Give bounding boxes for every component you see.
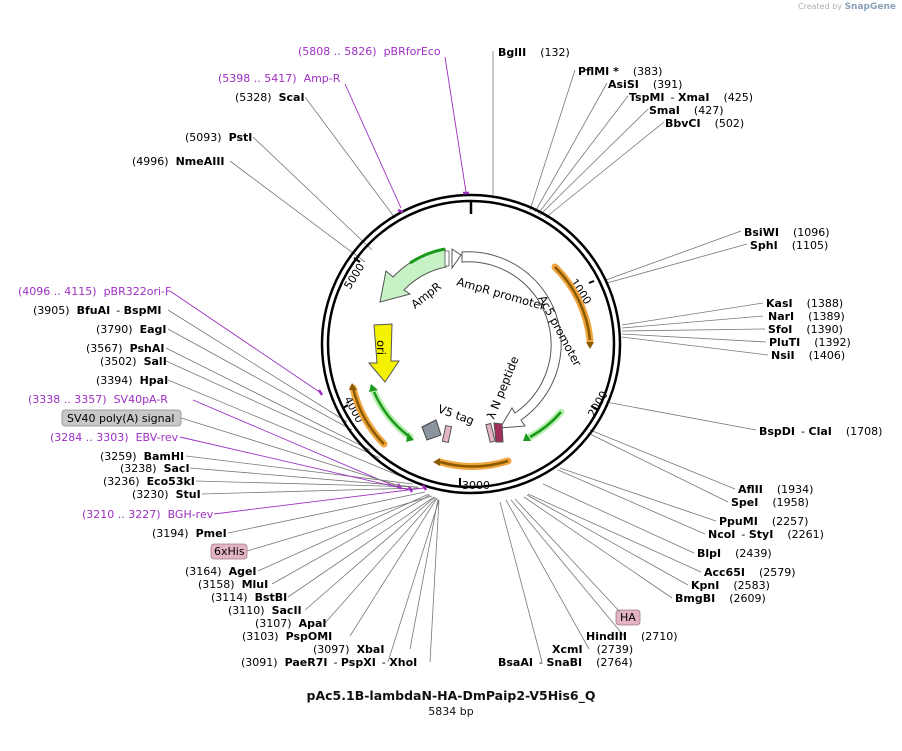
site-scai: (5328)ScaI xyxy=(235,91,305,104)
lambda-n-peptide-box xyxy=(493,422,504,443)
site-saci: (3238)SacI xyxy=(120,462,190,475)
site-kpni: KpnI(2583) xyxy=(691,579,770,592)
site-hindiii: HindIII(2710) xyxy=(586,630,678,643)
site-nmeaiii: (4996)NmeAIII xyxy=(132,155,225,168)
site-stui: (3230)StuI xyxy=(132,488,201,501)
site-tspmi-xmai: TspMI- XmaI(425) xyxy=(629,91,753,104)
site-labels: BglII(132) PflMI *(383) AsiSI(391) TspMI… xyxy=(33,46,882,669)
site-nari: NarI(1389) xyxy=(768,310,845,323)
watermark-prefix: Created by xyxy=(798,2,843,11)
feature-box-ha: HA xyxy=(615,609,641,626)
plasmid-size: 5834 bp xyxy=(428,705,474,718)
snapgene-watermark: Created by SnapGene xyxy=(798,2,896,12)
site-bfuai-bspmi: (3905)BfuAI- BspMI xyxy=(33,304,162,317)
site-ncoi-styi: NcoI- StyI(2261) xyxy=(708,528,824,541)
primer-leader-lines xyxy=(169,56,467,515)
site-bsaai-snabi: BsaAI- SnaBI(2764) xyxy=(498,656,633,669)
site-agei: (3164)AgeI xyxy=(185,565,257,578)
site-nsii: NsiI(1406) xyxy=(771,349,845,362)
plasmid-name: pAc5.1B-lambdaN-HA-DmPaip2-V5His6_Q xyxy=(306,688,596,703)
green-arc-left xyxy=(370,388,414,441)
site-pshai: (3567)PshAI xyxy=(86,342,164,355)
primer-ebv-rev: (3284 .. 3303)EBV-rev xyxy=(50,431,179,444)
primer-amp-r: (5398 .. 5417)Amp-R xyxy=(218,72,341,85)
site-bstbi: (3114)BstBI xyxy=(211,591,287,604)
svg-text:6xHis: 6xHis xyxy=(214,545,245,558)
site-spei: SpeI(1958) xyxy=(731,496,809,509)
site-pmei: (3194)PmeI xyxy=(152,527,227,540)
site-xbai: (3097)XbaI xyxy=(313,643,384,656)
site-pluti: PluTI(1392) xyxy=(769,336,851,349)
feature-box-sv40: SV40 poly(A) signal xyxy=(61,409,182,427)
feature-box-6xhis: 6xHis xyxy=(210,543,248,560)
site-paer7i-pspxi-xhoi: (3091)PaeR7I- PspXI- XhoI xyxy=(241,656,417,669)
primer-labels: (5808 .. 5826)pBRforEco (5398 .. 5417)Am… xyxy=(18,45,441,521)
site-bamhi: (3259)BamHI xyxy=(100,450,184,463)
ampr-promoter-arrow xyxy=(451,248,462,270)
watermark-brand: SnapGene xyxy=(844,2,896,12)
feature-label-ori: ori xyxy=(374,340,388,355)
site-xcmi: XcmI(2739) xyxy=(552,643,633,656)
tick-label-3000: 3000 xyxy=(462,479,490,492)
site-bbvci: BbvCI(502) xyxy=(665,117,744,130)
site-bmgbi: BmgBI(2609) xyxy=(675,592,766,605)
site-sphi: SphI(1105) xyxy=(750,239,828,252)
feature-label-v5-tag: V5 tag xyxy=(436,402,476,428)
site-asisi: AsiSI(391) xyxy=(608,78,682,91)
primer-sv40pa-r: (3338 .. 3357)SV40pA-R xyxy=(28,393,168,406)
site-ppumi: PpuMI(2257) xyxy=(719,515,808,528)
feature-label-lambda-n: λ N peptide xyxy=(484,354,522,421)
orange-arc-cores xyxy=(351,266,592,468)
site-smai: SmaI(427) xyxy=(649,104,724,117)
primer-pbrforeco: (5808 .. 5826)pBRforEco xyxy=(298,45,441,58)
v5-tag-box xyxy=(421,419,442,441)
site-eagi: (3790)EagI xyxy=(96,323,166,336)
primer-bgh-rev: (3210 .. 3227)BGH-rev xyxy=(82,508,214,521)
svg-text:HA: HA xyxy=(620,611,636,624)
primer-pbr322ori-f: (4096 .. 4115)pBR322ori-F xyxy=(18,285,171,298)
orange-arc-heads xyxy=(349,342,594,466)
feature-label-ampr: AmpR xyxy=(408,279,444,311)
site-acc65i: Acc65I(2579) xyxy=(704,566,796,579)
leader-lines xyxy=(165,51,769,663)
backbone-outer xyxy=(320,193,622,495)
site-hpai: (3394)HpaI xyxy=(96,374,168,387)
site-bglii: BglII(132) xyxy=(498,46,570,59)
svg-text:SV40 poly(A) signal: SV40 poly(A) signal xyxy=(67,412,174,425)
site-aflii: AflII(1934) xyxy=(738,483,813,496)
site-blpi: BlpI(2439) xyxy=(697,547,772,560)
ruler-ticks xyxy=(342,257,598,486)
site-bspdi-clai: BspDI- ClaI(1708) xyxy=(759,425,882,438)
site-pflmi: PflMI *(383) xyxy=(578,65,662,78)
site-sacii: (3110)SacII xyxy=(228,604,302,617)
site-apai: (3107)ApaI xyxy=(255,617,326,630)
site-mlui: (3158)MluI xyxy=(198,578,268,591)
site-bsiwi: BsiWI(1096) xyxy=(744,226,830,239)
site-sali: (3502)SalI xyxy=(100,355,167,368)
ac5-promoter-arrow xyxy=(461,251,562,429)
site-pspomi: (3103)PspOMI xyxy=(242,630,332,643)
site-eco53ki: (3236)Eco53kI xyxy=(103,475,195,488)
site-sfoi: SfoI(1390) xyxy=(768,323,843,336)
primer-marks xyxy=(317,191,469,493)
ori-feature-arrow xyxy=(367,323,400,383)
site-psti: (5093)PstI xyxy=(185,131,252,144)
his-tag-mark xyxy=(441,424,453,444)
site-kasi: KasI(1388) xyxy=(766,297,843,310)
lambda-n-peptide-left xyxy=(485,422,496,443)
